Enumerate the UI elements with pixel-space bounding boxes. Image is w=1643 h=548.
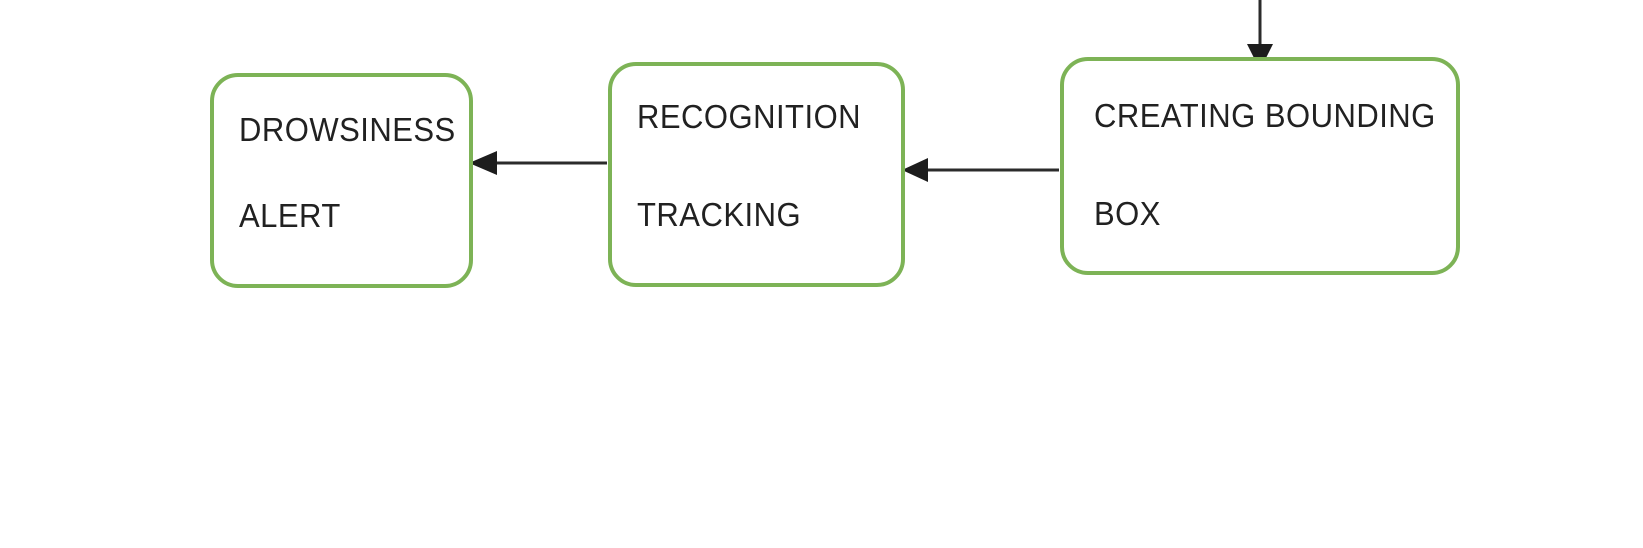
node-label-line: RECOGNITION bbox=[637, 98, 862, 135]
node-recognition-tracking: RECOGNITION TRACKING bbox=[608, 62, 905, 287]
node-label-line: TRACKING bbox=[637, 196, 802, 233]
node-label-line: ALERT bbox=[239, 197, 341, 234]
node-label-line: BOX bbox=[1094, 195, 1161, 232]
node-label-line: CREATING BOUNDING bbox=[1094, 97, 1436, 134]
node-drowsiness-alert: DROWSINESS ALERT bbox=[210, 73, 473, 288]
node-creating-bounding-box: CREATING BOUNDING BOX bbox=[1060, 57, 1460, 275]
arrow-creating-bounding-box-to-recognition-tracking bbox=[902, 158, 1059, 182]
arrow-recognition-tracking-to-drowsiness-alert bbox=[469, 151, 607, 175]
node-label-line: DROWSINESS bbox=[239, 111, 456, 148]
